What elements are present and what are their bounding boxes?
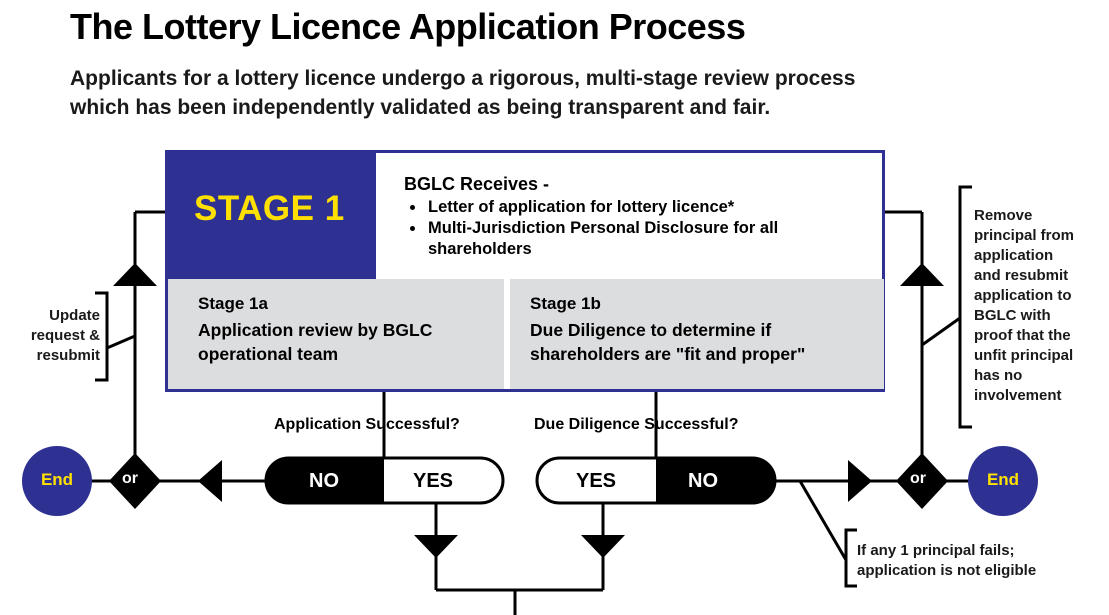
note-right-line: proof that the [974, 327, 1071, 344]
stage-1b-description: Due Diligence to determine if shareholde… [530, 318, 805, 366]
note-left-line: Update [49, 307, 100, 324]
stage-1b-line-2: shareholders are "fit and proper" [530, 344, 806, 364]
bglc-receives: BGLC Receives - Letter of application fo… [404, 174, 874, 260]
note-right-line: BGLC with [974, 307, 1051, 324]
note-right-line: unfit principal [974, 347, 1074, 364]
application-no-label: NO [309, 470, 339, 492]
end-label-left: End [40, 470, 74, 489]
down-arrow-right [581, 535, 625, 558]
note-right-line: has no [974, 367, 1023, 384]
receives-list: Letter of application for lottery licenc… [404, 197, 874, 260]
page-subtitle: Applicants for a lottery licence undergo… [70, 64, 855, 122]
note-right-line: application [974, 247, 1054, 264]
end-label-right: End [986, 470, 1020, 489]
note-remove-principal: Remove principal from application and re… [974, 206, 1104, 406]
stage-1a-title: Stage 1a [198, 294, 268, 313]
stage-1b-title: Stage 1b [530, 294, 601, 313]
subtitle-line-1: Applicants for a lottery licence undergo… [70, 67, 856, 90]
left-flow-arrow [198, 460, 222, 502]
note-bottom-line: If any 1 principal fails; [857, 542, 1015, 559]
end-circle-left: End [22, 446, 92, 516]
application-yes-label: YES [413, 470, 454, 492]
application-question: Application Successful? [274, 416, 460, 433]
diligence-no-label: NO [688, 470, 718, 492]
note-left-line: resubmit [36, 347, 100, 364]
or-diamond-left [109, 453, 161, 509]
stage-1-label-panel: STAGE 1 [168, 153, 376, 279]
stage-1a-description: Application review by BGLC operational t… [198, 318, 432, 366]
right-up-arrow [900, 263, 944, 286]
diligence-yes-label: YES [576, 470, 617, 492]
stage-1a-line-1: Application review by BGLC [198, 320, 433, 340]
diligence-pill-no [656, 458, 776, 503]
receives-heading: BGLC Receives - [404, 174, 550, 194]
note-right-line: involvement [974, 387, 1062, 404]
receives-item: Letter of application for lottery licenc… [426, 197, 874, 218]
or-label-left: or [122, 470, 138, 487]
note-left-line: request & [30, 327, 100, 344]
subtitle-line-2: which has been independently validated a… [70, 96, 771, 119]
stage-1a-panel: Stage 1a Application review by BGLC oper… [168, 279, 504, 389]
note-bottom-line: application is not eligible [857, 562, 1037, 579]
diligence-question: Due Diligence Successful? [534, 416, 739, 433]
or-label-right: or [910, 470, 926, 487]
receives-item: Multi-Jurisdiction Personal Disclosure f… [426, 218, 874, 260]
note-update-resubmit: Update request & resubmit [18, 306, 100, 366]
down-arrow-left [414, 535, 458, 558]
stage-1b-panel: Stage 1b Due Diligence to determine if s… [510, 279, 884, 389]
right-flow-arrow [848, 460, 872, 502]
stage-1-label: STAGE 1 [194, 189, 345, 228]
stage-1b-line-1: Due Diligence to determine if [530, 320, 772, 340]
stage-1a-line-2: operational team [198, 344, 339, 364]
application-pill-no [266, 458, 384, 503]
note-right-line: principal from [974, 227, 1075, 244]
left-up-arrow [113, 263, 157, 286]
page-title: The Lottery Licence Application Process [70, 6, 746, 47]
note-right-line: application to [974, 287, 1072, 304]
note-right-line: and resubmit [974, 267, 1069, 284]
or-diamond-right [896, 453, 948, 509]
note-right-line: Remove [974, 207, 1033, 224]
end-circle-right: End [968, 446, 1038, 516]
note-principal-fails: If any 1 principal fails; application is… [857, 541, 1097, 581]
